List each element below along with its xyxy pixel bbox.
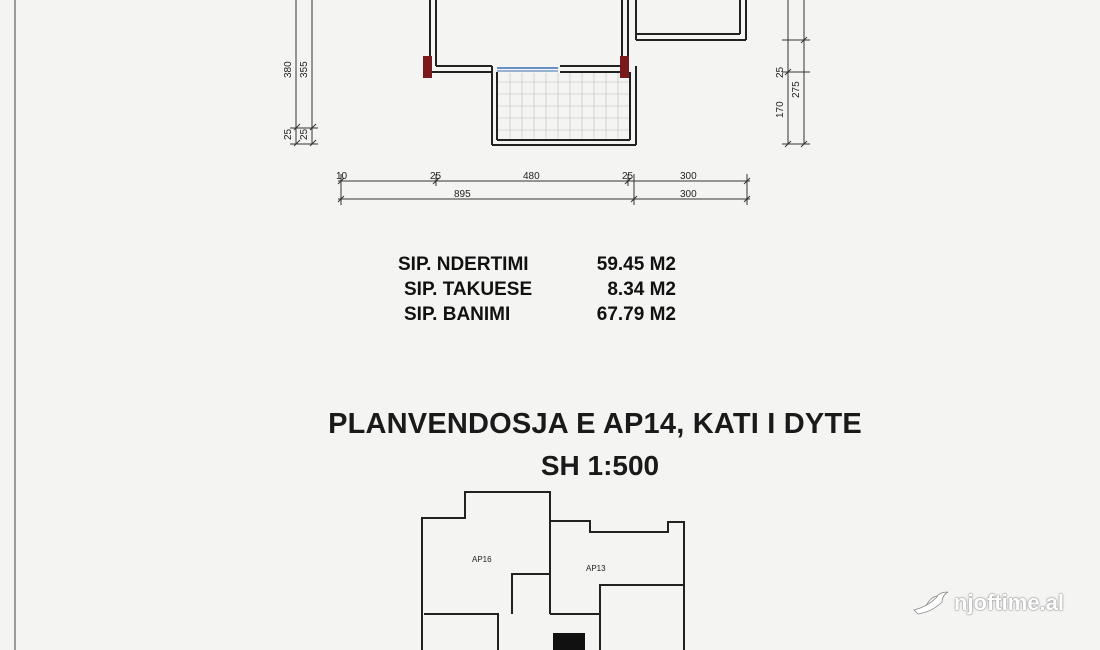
area-label: SIP. BANIMI <box>404 304 511 325</box>
dim-bottom-25a: 25 <box>430 171 442 182</box>
dim-left-355: 355 <box>299 61 310 78</box>
site-label-ap13: AP13 <box>586 564 606 573</box>
area-row: SIP. BANIMI 67.79 M2 <box>398 302 676 327</box>
left-dimension-lines <box>290 0 318 147</box>
bird-logo-icon <box>913 591 949 615</box>
dim-right-170: 170 <box>775 101 786 118</box>
right-dimension-lines <box>782 0 810 148</box>
dim-bottom-300a: 300 <box>680 171 697 182</box>
area-summary: SIP. NDERTIMI 59.45 M2 SIP. TAKUESE 8.34… <box>398 252 676 327</box>
area-label: SIP. TAKUESE <box>404 279 533 300</box>
apartment-walls <box>429 0 747 146</box>
area-row: SIP. TAKUESE 8.34 M2 <box>398 277 676 302</box>
dim-bottom-300b: 300 <box>680 189 697 200</box>
area-value: 67.79 M2 <box>596 304 676 325</box>
dim-left-380: 380 <box>283 61 294 78</box>
site-plan <box>421 491 685 650</box>
plan-scale: SH 1:500 <box>540 450 660 481</box>
plan-title: PLANVENDOSJA E AP14, KATI I DYTE <box>328 408 862 440</box>
dim-bottom-25b: 25 <box>622 171 634 182</box>
sheet-edge <box>14 0 16 650</box>
bottom-dimension-lines <box>337 174 751 205</box>
dim-left-25b: 25 <box>299 128 310 140</box>
balcony-window <box>497 67 558 72</box>
area-label: SIP. NDERTIMI <box>398 254 529 275</box>
dim-left-25a: 25 <box>283 128 294 140</box>
structural-columns <box>423 56 629 78</box>
site-label-ap16: AP16 <box>472 555 492 564</box>
watermark-link[interactable]: njoftime.al <box>912 590 1064 616</box>
dim-right-275: 275 <box>791 81 802 98</box>
watermark-text: njoftime.al <box>954 590 1065 615</box>
area-value: 59.45 M2 <box>596 254 676 275</box>
dim-bottom-895: 895 <box>454 189 471 200</box>
area-row: SIP. NDERTIMI 59.45 M2 <box>398 252 676 277</box>
site-plan-highlight-ap14 <box>553 633 585 650</box>
balcony-tiles <box>498 73 629 139</box>
dim-bottom-480: 480 <box>523 171 540 182</box>
area-value: 8.34 M2 <box>607 279 676 300</box>
dim-right-25: 25 <box>775 66 786 78</box>
dim-bottom-10: 10 <box>336 171 348 182</box>
